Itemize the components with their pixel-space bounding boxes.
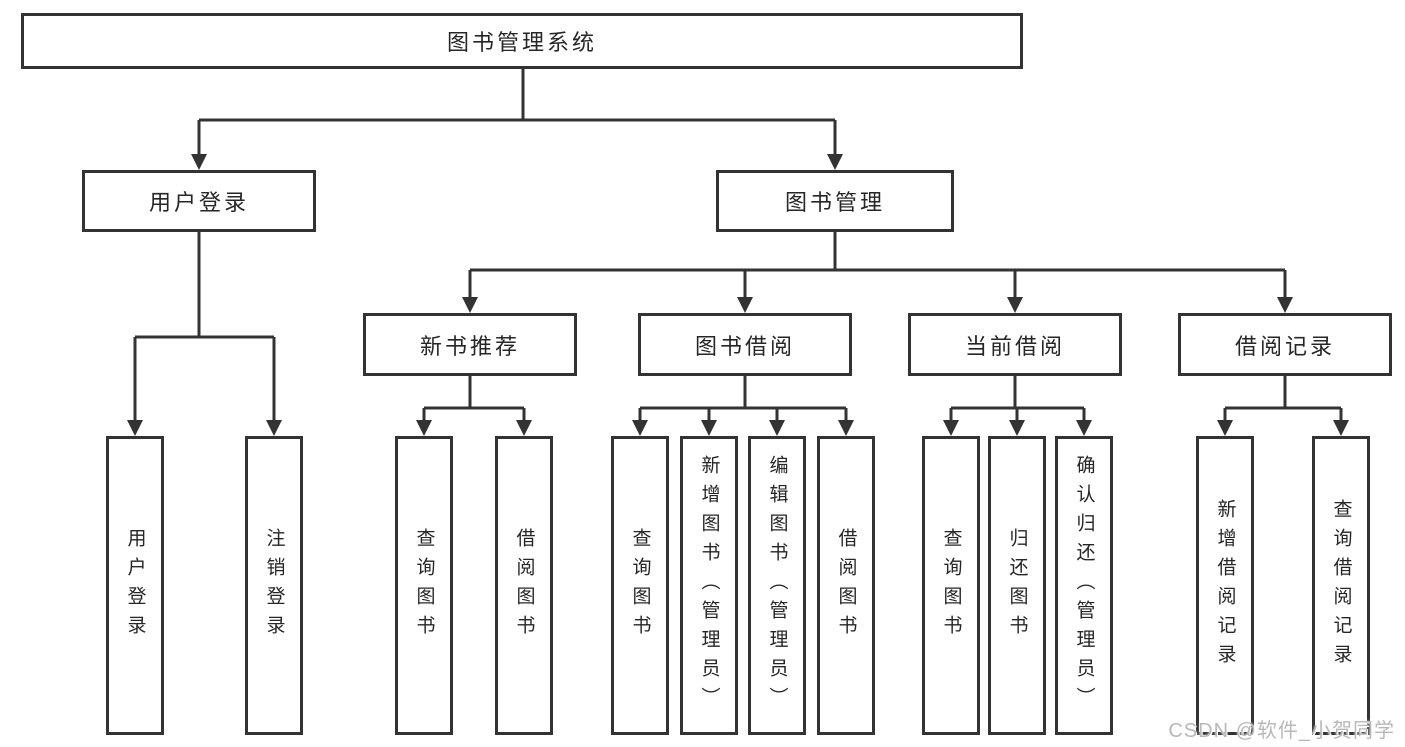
node-borrow-records: 借阅记录 bbox=[1178, 313, 1392, 376]
leaf-borrow-add-book-admin: 新增图书（管理员） bbox=[680, 436, 738, 735]
leaf-recommend-query-book: 查询图书 bbox=[395, 436, 453, 735]
leaf-borrow-edit-book-admin: 编辑图书（管理员） bbox=[748, 436, 806, 735]
node-user-login: 用户登录 bbox=[82, 170, 316, 232]
leaf-logout: 注销登录 bbox=[245, 436, 303, 735]
leaf-records-add-record: 新增借阅记录 bbox=[1196, 436, 1254, 735]
leaf-recommend-borrow-book: 借阅图书 bbox=[495, 436, 553, 735]
leaf-current-confirm-return-admin: 确认归还（管理员） bbox=[1055, 436, 1113, 735]
connector-lines bbox=[133, 69, 1343, 420]
node-book-management: 图书管理 bbox=[716, 170, 954, 232]
node-current-borrow: 当前借阅 bbox=[908, 313, 1122, 376]
leaf-user-login: 用户登录 bbox=[106, 436, 164, 735]
watermark-text: CSDN @软件_小贺同学 bbox=[1168, 720, 1395, 742]
leaf-borrow-query-book: 查询图书 bbox=[611, 436, 669, 735]
node-root: 图书管理系统 bbox=[21, 13, 1023, 69]
node-new-book-recommend: 新书推荐 bbox=[363, 313, 577, 376]
leaf-borrow-borrow-book: 借阅图书 bbox=[817, 436, 875, 735]
node-book-borrow: 图书借阅 bbox=[638, 313, 852, 376]
leaf-records-query-record: 查询借阅记录 bbox=[1312, 436, 1370, 735]
leaf-current-return-book: 归还图书 bbox=[988, 436, 1046, 735]
leaf-current-query-book: 查询图书 bbox=[922, 436, 980, 735]
